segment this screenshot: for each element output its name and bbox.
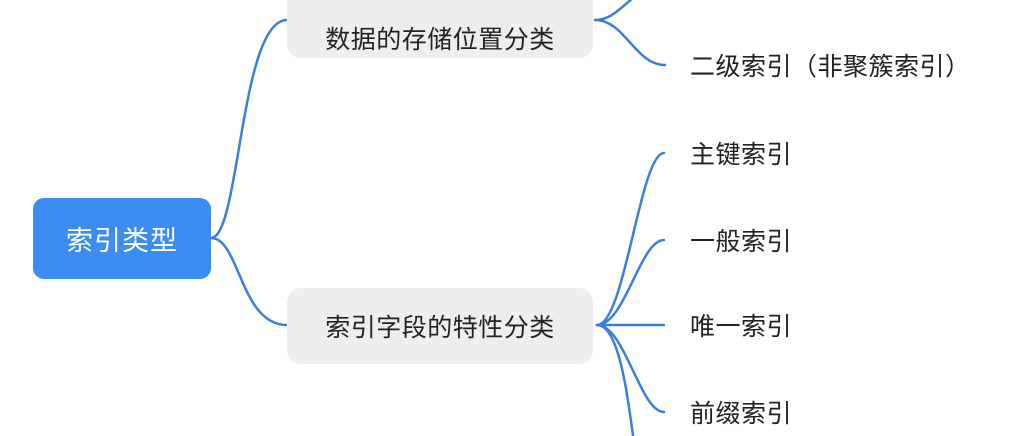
link-branch1-leaf-hidden [593,0,633,22]
link-branch2-leaf5-hidden [595,323,635,436]
branch-node-field-characteristics[interactable]: 索引字段的特性分类 [287,288,593,364]
leaf-secondary-index[interactable]: 二级索引（非聚簇索引） [690,52,971,81]
branch-node-storage-location[interactable]: 数据的存储位置分类 [287,0,593,58]
link-root-branch1 [209,18,289,240]
link-branch2-leaf2 [595,238,666,327]
leaf-primary-key-index[interactable]: 主键索引 [690,140,793,169]
branch-label: 数据的存储位置分类 [325,25,555,54]
link-branch1-leaf-secondary [593,18,667,67]
root-label: 索引类型 [66,226,178,257]
leaf-normal-index[interactable]: 一般索引 [690,227,793,256]
root-node[interactable]: 索引类型 [33,198,211,279]
branch-label: 索引字段的特性分类 [325,313,555,342]
link-branch2-leaf1 [595,151,666,327]
leaf-unique-index[interactable]: 唯一索引 [690,312,793,341]
leaf-prefix-index[interactable]: 前缀索引 [690,399,793,428]
link-branch2-leaf4 [595,323,666,414]
link-root-branch2 [209,236,289,327]
